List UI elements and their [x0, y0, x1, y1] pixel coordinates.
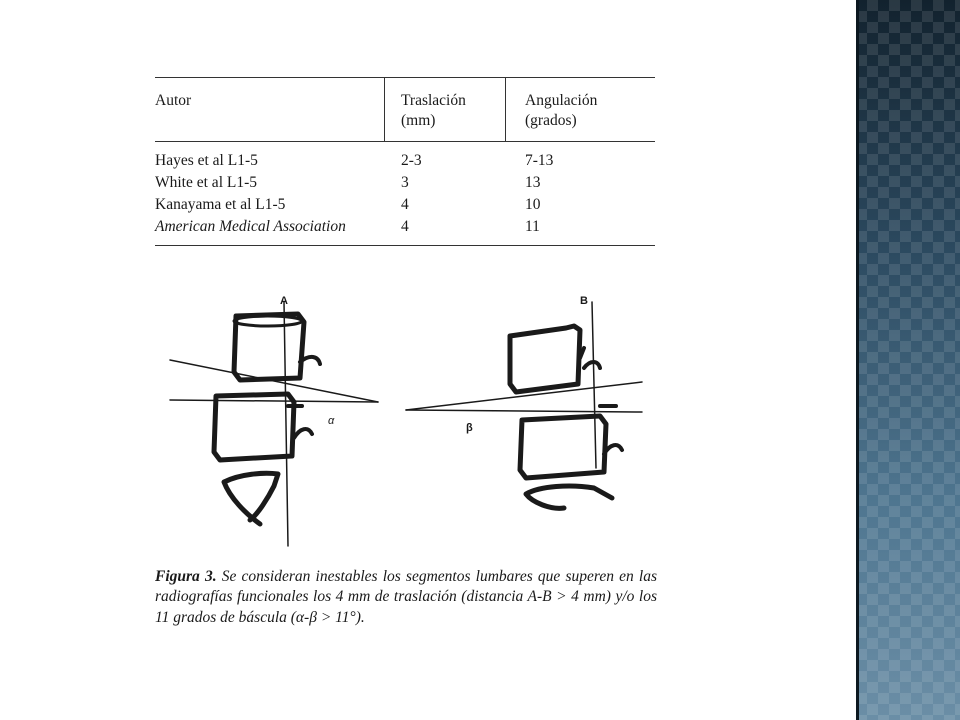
left-vertebrae-drawing — [169, 301, 379, 547]
header-traslacion-line2: (mm) — [401, 112, 436, 130]
header-divider-2 — [505, 77, 506, 141]
right-lower-vertebral-body — [523, 483, 615, 511]
cell-autor: Kanayama et al L1-5 — [155, 196, 286, 213]
header-divider-1 — [384, 77, 385, 141]
label-alpha: α — [328, 415, 335, 427]
right-vertical-reference-line — [591, 301, 597, 469]
table-body: Hayes et al L1-5 2-3 7-13 White et al L1… — [155, 151, 655, 239]
cell-traslacion: 4 — [401, 196, 409, 213]
left-middle-vertebral-body — [211, 391, 297, 463]
table-bottom-rule — [155, 245, 655, 246]
right-middle-vertebral-body — [517, 413, 609, 481]
caption-text: Se consideran inestables los segmentos l… — [155, 568, 657, 626]
left-upper-vertebral-body — [231, 311, 307, 383]
header-angulacion-line2: (grados) — [525, 112, 577, 130]
right-upper-vertebral-body — [507, 323, 583, 395]
table-header-rule — [155, 141, 655, 142]
left-angle-upper-line — [169, 359, 379, 403]
right-upper-facet — [578, 346, 602, 370]
table-top-rule — [155, 77, 655, 78]
decorative-side-panel — [856, 0, 960, 720]
cell-autor: Hayes et al L1-5 — [155, 152, 258, 169]
cell-traslacion: 2-3 — [401, 152, 422, 169]
cell-angulacion: 13 — [525, 174, 541, 191]
header-traslacion: Traslación (mm) — [401, 91, 497, 131]
vertebra-diagram-svg: A B α β — [169, 295, 643, 547]
left-middle-facet — [292, 427, 314, 440]
cell-angulacion: 11 — [525, 218, 540, 235]
cell-autor: American Medical Association — [155, 218, 346, 235]
cell-angulacion: 7-13 — [525, 152, 554, 169]
left-upper-endplate — [232, 314, 304, 328]
header-traslacion-line1: Traslación — [401, 92, 466, 109]
table-row: Hayes et al L1-5 2-3 7-13 — [155, 151, 655, 173]
figure-caption: Figura 3. Se consideran inestables los s… — [155, 567, 657, 628]
right-angle-lower-line — [405, 409, 643, 413]
side-panel-edge — [856, 0, 859, 720]
label-a: A — [280, 295, 288, 307]
cell-traslacion: 4 — [401, 218, 409, 235]
left-vertical-reference-line — [283, 301, 289, 547]
cell-autor: White et al L1-5 — [155, 174, 257, 191]
table-row: Kanayama et al L1-5 4 10 — [155, 195, 655, 217]
caption-label: Figura 3. — [155, 568, 217, 585]
label-b: B — [580, 295, 588, 307]
header-angulacion: Angulación (grados) — [525, 91, 645, 131]
cell-traslacion: 3 — [401, 174, 409, 191]
right-angle-upper-line — [405, 381, 643, 411]
label-beta: β — [466, 422, 473, 434]
left-angle-lower-line — [169, 399, 379, 403]
cell-angulacion: 10 — [525, 196, 541, 213]
left-upper-facet — [298, 355, 322, 366]
header-autor: Autor — [155, 92, 192, 109]
right-vertebrae-drawing — [405, 301, 643, 511]
right-middle-facet — [602, 443, 624, 456]
left-lower-vertebral-body — [221, 470, 281, 527]
vertebra-diagram: A B α β — [160, 288, 650, 550]
table-row: White et al L1-5 3 13 — [155, 173, 655, 195]
header-angulacion-line1: Angulación — [525, 92, 598, 109]
table-row: American Medical Association 4 11 — [155, 217, 655, 239]
